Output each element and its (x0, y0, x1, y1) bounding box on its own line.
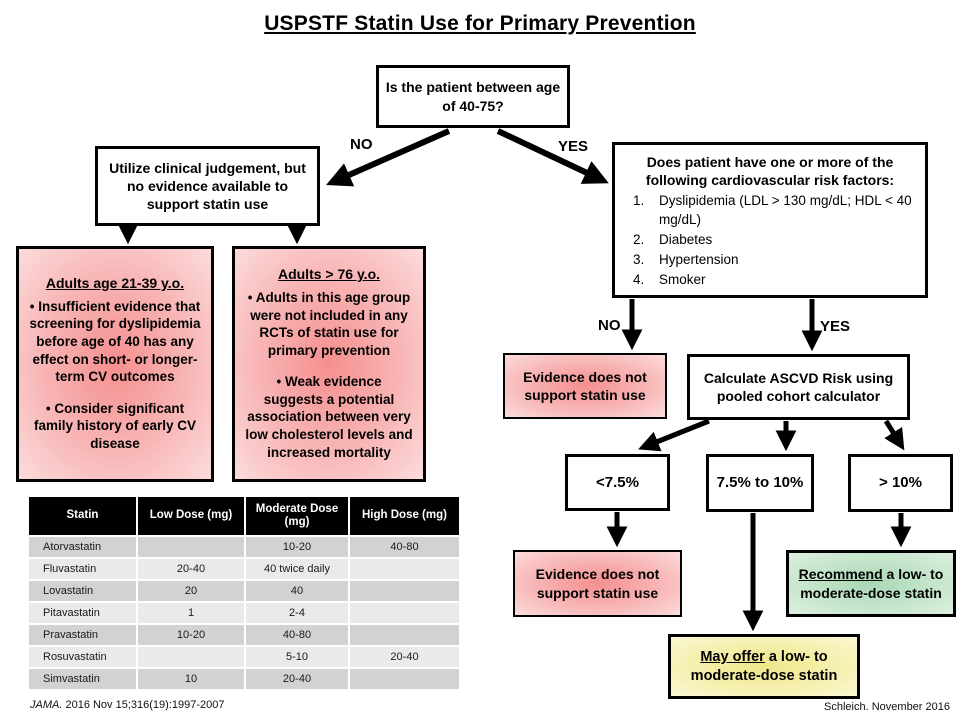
recommend-statin-box: Recommend a low- to moderate-dose statin (786, 550, 956, 617)
table-cell-low (138, 537, 244, 557)
risk-lt-7-5-box: <7.5% (565, 454, 670, 511)
arrow-no-branch (326, 128, 451, 187)
risk-item-text: Smoker (659, 272, 706, 288)
arrow-yes-branch (496, 128, 609, 184)
risk-factor-item: 2. Diabetes (619, 230, 921, 250)
adults-21-39-box: Adults age 21-39 y.o. • Insufficient evi… (16, 246, 214, 482)
table-cell-high: 40-80 (350, 537, 459, 557)
col-header-high-dose: High Dose (mg) (350, 497, 459, 535)
risk-factors-list: 1. Dyslipidemia (LDL > 130 mg/dL; HDL < … (619, 191, 921, 290)
risk-factors-box: Does patient have one or more of the fol… (612, 142, 928, 298)
adults-76-heading: Adults > 76 y.o. (277, 265, 381, 282)
author-credit: Schleich. November 2016 (824, 701, 950, 713)
risk-item-number: 1. (633, 193, 645, 209)
table-cell-moderate: 2-4 (246, 603, 348, 623)
recommend-underlined: Recommend (798, 566, 883, 583)
journal-citation: JAMA. 2016 Nov 15;316(19):1997-2007 (30, 699, 224, 711)
col-header-moderate-dose: Moderate Dose (mg) (246, 497, 348, 535)
table-cell-low: 20 (138, 581, 244, 601)
page-title: USPSTF Statin Use for Primary Prevention (264, 12, 696, 35)
table-cell-high (350, 581, 459, 601)
table-cell-statin: Fluvastatin (29, 559, 136, 579)
risk-gt-10-box: > 10% (848, 454, 953, 512)
citation-detail: 2016 Nov 15;316(19):1997-2007 (62, 699, 225, 711)
table-cell-high (350, 669, 459, 689)
risk-item-text: Diabetes (659, 231, 713, 247)
table-cell-high (350, 625, 459, 645)
table-cell-high: 20-40 (350, 647, 459, 667)
adults-76-box: Adults > 76 y.o. • Adults in this age gr… (232, 246, 426, 482)
table-cell-statin: Pravastatin (29, 625, 136, 645)
yes-label-top: YES (558, 138, 589, 155)
table-cell-low: 10-20 (138, 625, 244, 645)
risk-7-5-to-10-text: 7.5% to 10% (716, 474, 804, 492)
no-evidence-upper-box: Evidence does not support statin use (503, 353, 667, 419)
statin-dose-table: Statin Low Dose (mg) Moderate Dose (mg) … (29, 497, 459, 689)
risk-item-text: Dyslipidemia (LDL > 130 mg/dL; HDL < 40 … (659, 193, 912, 227)
may-offer-rest: a low- to moderate-dose statin (690, 648, 838, 684)
risk-lt-7-5-text: <7.5% (596, 473, 639, 491)
yes-label-risk: YES (820, 318, 851, 335)
no-label-risk: NO (598, 317, 621, 334)
no-evidence-lower-box: Evidence does not support statin use (513, 550, 682, 617)
bullet-item: • Insufficient evidence that screening f… (29, 298, 201, 385)
table-cell-statin: Rosuvastatin (29, 647, 136, 667)
bullet-item: • Consider significant family history of… (33, 400, 197, 451)
risk-factors-heading: Does patient have one or more of the fol… (645, 154, 895, 189)
table-cell-statin: Lovastatin (29, 581, 136, 601)
table-cell-moderate: 40-80 (246, 625, 348, 645)
bullet-item: • Adults in this age group were not incl… (247, 290, 411, 358)
adults-76-bullets: • Adults in this age group were not incl… (239, 287, 419, 463)
adults-21-39-bullets: • Insufficient evidence that screening f… (23, 296, 207, 454)
col-header-statin: Statin (29, 497, 136, 535)
col-header-low-dose: Low Dose (mg) (138, 497, 244, 535)
table-cell-low: 20-40 (138, 559, 244, 579)
may-offer-statin-text: May offer a low- to moderate-dose statin (675, 648, 853, 686)
no-evidence-upper-text: Evidence does not support statin use (523, 368, 647, 403)
may-offer-underlined: May offer (700, 648, 765, 665)
calculate-ascvd-box: Calculate ASCVD Risk using pooled cohort… (687, 354, 910, 420)
risk-item-number: 3. (633, 252, 645, 268)
table-cell-statin: Atorvastatin (29, 537, 136, 557)
adults-21-39-heading: Adults age 21-39 y.o. (45, 274, 185, 291)
table-cell-low: 10 (138, 669, 244, 689)
table-cell-high (350, 603, 459, 623)
table-cell-moderate: 10-20 (246, 537, 348, 557)
bullet-item: • Weak evidence suggests a potential ass… (245, 374, 413, 460)
table-cell-moderate: 5-10 (246, 647, 348, 667)
arrow-to-lt75 (638, 418, 710, 452)
table-cell-statin: Simvastatin (29, 669, 136, 689)
journal-name: JAMA. (30, 699, 63, 711)
risk-item-text: Hypertension (659, 252, 739, 268)
risk-factor-item: 1. Dyslipidemia (LDL > 130 mg/dL; HDL < … (619, 191, 921, 229)
question-age-box: Is the patient between age of 40-75? (376, 65, 570, 128)
table-cell-moderate: 20-40 (246, 669, 348, 689)
recommend-statin-text: Recommend a low- to moderate-dose statin (793, 565, 949, 601)
recommend-rest: a low- to moderate-dose statin (800, 566, 944, 601)
question-age-text: Is the patient between age of 40-75? (385, 79, 561, 114)
clinical-judgement-box: Utilize clinical judgement, but no evide… (95, 146, 320, 226)
risk-factor-item: 4. Smoker (619, 270, 921, 290)
risk-item-number: 2. (633, 231, 645, 247)
risk-7-5-to-10-box: 7.5% to 10% (706, 454, 814, 512)
no-label-top: NO (350, 136, 373, 153)
risk-factor-item: 3. Hypertension (619, 250, 921, 270)
risk-gt-10-text: > 10% (879, 474, 922, 492)
calculate-ascvd-text: Calculate ASCVD Risk using pooled cohort… (703, 369, 894, 404)
no-evidence-lower-text: Evidence does not support statin use (535, 566, 660, 601)
table-cell-moderate: 40 (246, 581, 348, 601)
clinical-judgement-text: Utilize clinical judgement, but no evide… (109, 159, 306, 213)
risk-item-number: 4. (633, 272, 645, 288)
table-cell-high (350, 559, 459, 579)
table-cell-moderate: 40 twice daily (246, 559, 348, 579)
table-cell-statin: Pitavastatin (29, 603, 136, 623)
table-cell-low: 1 (138, 603, 244, 623)
may-offer-statin-box: May offer a low- to moderate-dose statin (668, 634, 860, 699)
arrow-to-gt10 (883, 419, 905, 451)
table-cell-low (138, 647, 244, 667)
